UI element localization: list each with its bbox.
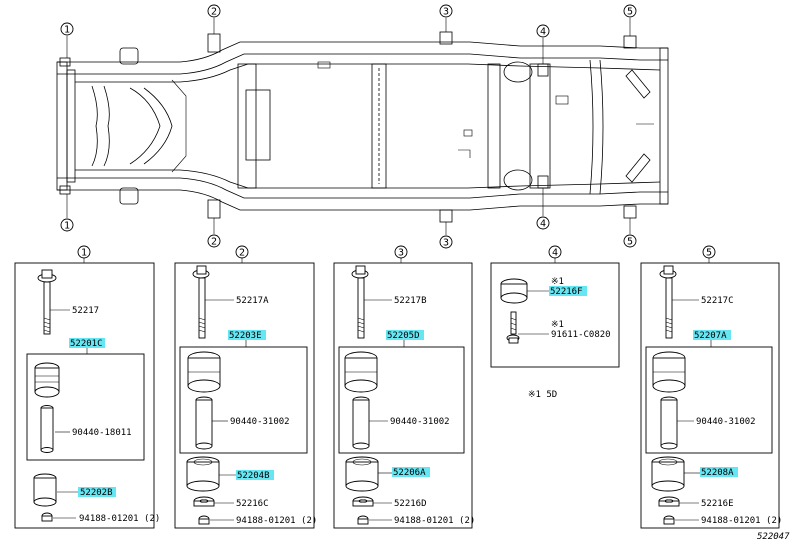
- callout-4-top: 4: [540, 27, 546, 38]
- footnote: ※1 5D: [528, 390, 557, 400]
- highlight-marker: [78, 487, 116, 497]
- callout-5-bottom: 5: [627, 237, 633, 248]
- kit-box: [645, 346, 773, 454]
- group-3-box: [333, 262, 473, 529]
- kit-part-number: 52203E: [229, 331, 262, 341]
- group-1: 1 52217 52201C 90440-18011: [14, 245, 160, 529]
- group-5: 5 52217C 52207A 90440-31002: [640, 245, 782, 529]
- part-number: 52208A: [701, 468, 734, 478]
- highlight-marker: [392, 467, 430, 477]
- group-4-box: [490, 262, 620, 368]
- kit-part-number: 52205D: [387, 331, 420, 341]
- nut-icon: [41, 512, 53, 522]
- cushion-icon: [34, 362, 60, 398]
- kit-box: [179, 346, 308, 454]
- group-2-box: [174, 262, 315, 529]
- spacer-icon: [195, 396, 213, 450]
- washer-icon: [193, 496, 215, 507]
- part-number: 91611-C0820: [551, 330, 611, 340]
- part-number: 52216F: [550, 287, 583, 297]
- spacer-icon: [660, 396, 678, 450]
- spacer-icon: [352, 396, 370, 450]
- kit-part-number: 52201C: [70, 339, 103, 349]
- callout-1-bottom: 1: [64, 221, 70, 232]
- callout-leaders: [66, 18, 631, 235]
- highlight-marker: [236, 470, 274, 480]
- kit-part-number: 52207A: [694, 331, 727, 341]
- highlight-marker: [228, 330, 266, 340]
- callout-3-bottom: 3: [443, 238, 449, 249]
- spacer-icon: [40, 405, 54, 453]
- lower-cushion-icon: [186, 456, 220, 492]
- highlight-marker: [386, 330, 424, 340]
- group-4: 4 ※1 52216F ※1 91611-C0820 ※1 5D: [490, 245, 620, 400]
- nut-icon: [357, 515, 369, 525]
- bolt-icon: [37, 269, 57, 335]
- kit-box: [26, 353, 145, 461]
- part-number: 94188-01201 (2): [79, 514, 160, 524]
- callout-2-top: 2: [211, 7, 217, 18]
- group-5-box: [640, 262, 780, 529]
- cushion-icon: [344, 351, 378, 393]
- callout-5-top: 5: [627, 7, 633, 18]
- group-4-number: 4: [552, 248, 558, 259]
- lower-cushion-icon: [651, 456, 685, 492]
- part-number: 52216C: [236, 499, 269, 509]
- bolt-icon: [506, 311, 520, 344]
- group-2-number: 2: [239, 248, 245, 259]
- bolt-icon: [659, 265, 677, 339]
- group-3: 3 52217B 52205D 90440-31002: [333, 245, 475, 529]
- callout-1-top: 1: [64, 25, 70, 36]
- part-number: 52216D: [394, 499, 427, 509]
- reference-mark: ※1: [551, 277, 564, 287]
- cushion-icon: [500, 278, 528, 304]
- kit-box: [338, 346, 465, 454]
- group-2: 2 52217A 52203E 90440-31002: [174, 245, 317, 529]
- highlight-marker: [549, 286, 587, 296]
- callout-3-top: 3: [443, 7, 449, 18]
- washer-icon: [658, 496, 680, 507]
- part-number: 52217C: [701, 296, 734, 306]
- callout-2-bottom: 2: [211, 237, 217, 248]
- part-number: 52217A: [236, 296, 269, 306]
- part-number: 94188-01201 (2): [394, 516, 475, 526]
- part-number: 90440-18011: [72, 428, 132, 438]
- part-number: 52204B: [237, 471, 270, 481]
- highlight-marker: [69, 338, 105, 348]
- part-number: 52202B: [80, 488, 113, 498]
- part-number: 90440-31002: [390, 417, 450, 427]
- highlight-marker: [700, 467, 738, 477]
- nut-icon: [198, 515, 210, 525]
- part-number: 52217B: [394, 296, 427, 306]
- group-5-number: 5: [706, 248, 712, 259]
- lower-cushion-icon: [345, 456, 379, 492]
- reference-mark: ※1: [551, 320, 564, 330]
- washer-icon: [352, 496, 374, 507]
- part-number: 52216E: [701, 499, 734, 509]
- cushion-icon: [187, 351, 221, 393]
- part-number: 94188-01201 (2): [701, 516, 782, 526]
- group-1-box: [14, 262, 155, 529]
- part-number: 52206A: [393, 468, 426, 478]
- callout-4-bottom: 4: [540, 219, 546, 230]
- nut-icon: [663, 515, 675, 525]
- part-number: 90440-31002: [230, 417, 290, 427]
- part-number: 52217: [72, 306, 99, 316]
- part-number: 90440-31002: [696, 417, 756, 427]
- cushion-icon: [652, 351, 686, 393]
- figure-id: 522047: [757, 532, 790, 542]
- lower-cushion-icon: [33, 473, 57, 507]
- group-3-number: 3: [398, 248, 404, 259]
- frame-callouts: 1 1 2 2 3 3 4 4 5 5: [60, 4, 637, 249]
- highlight-marker: [693, 330, 731, 340]
- part-number: 94188-01201 (2): [236, 516, 317, 526]
- group-1-number: 1: [81, 248, 87, 259]
- bolt-icon: [192, 265, 210, 339]
- bolt-icon: [351, 265, 369, 339]
- frame-illustration: [56, 31, 669, 223]
